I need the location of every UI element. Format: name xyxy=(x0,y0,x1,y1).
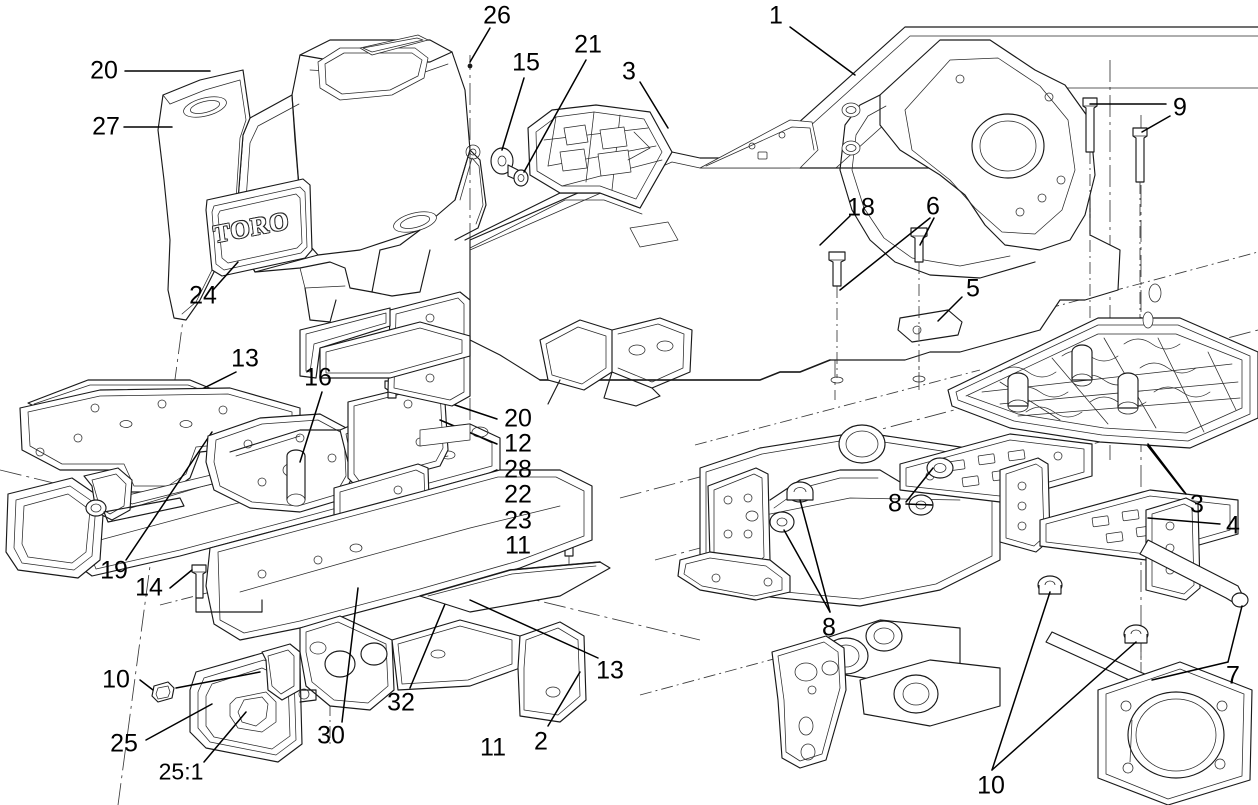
callout-16: 16 xyxy=(304,363,332,392)
right-lower-chassis xyxy=(677,424,1253,805)
callout-23: 23 xyxy=(504,506,532,535)
callout-3: 3 xyxy=(622,57,636,86)
callout-22: 22 xyxy=(504,480,532,509)
callout-10: 10 xyxy=(102,665,130,694)
callout-11: 11 xyxy=(505,531,531,560)
callout-11: 11 xyxy=(480,733,506,762)
pin-16 xyxy=(286,449,306,507)
left-sub-rail xyxy=(229,423,489,457)
callout-6: 6 xyxy=(926,192,940,221)
part-13-lower-plate xyxy=(419,561,611,659)
callout-2: 2 xyxy=(534,727,548,756)
lower-left-chassis-rail xyxy=(205,469,593,727)
callout-25: 25 xyxy=(110,729,138,758)
callout-12: 12 xyxy=(504,429,532,458)
callout-1: 1 xyxy=(769,1,783,30)
bolt-6-left xyxy=(828,251,846,384)
callout-26: 26 xyxy=(483,1,511,30)
callout-20: 20 xyxy=(90,56,118,85)
part-8-grommets xyxy=(769,457,954,533)
callout-20: 20 xyxy=(504,404,532,433)
callout-7: 7 xyxy=(1226,661,1240,690)
part-18-deck-plate-group xyxy=(539,215,963,384)
callout-21: 21 xyxy=(574,30,602,59)
callout-15: 15 xyxy=(512,48,540,77)
callout-8: 8 xyxy=(822,613,836,642)
part-14-screw xyxy=(169,564,263,613)
part-10-nut-left xyxy=(151,681,175,703)
callout-4: 4 xyxy=(1226,511,1240,540)
callout-8: 8 xyxy=(888,489,902,518)
part-10-grommets-right xyxy=(1037,575,1149,644)
callout-32: 32 xyxy=(387,688,415,717)
callout-28: 28 xyxy=(504,455,532,484)
part-25-canister xyxy=(139,643,317,763)
callout-30: 30 xyxy=(317,721,345,750)
callout-24: 24 xyxy=(189,281,217,310)
callout-27: 27 xyxy=(92,112,120,141)
callout-18: 18 xyxy=(847,193,875,222)
part-21-bolt xyxy=(507,59,587,187)
part-3-footrest-platform xyxy=(947,311,1258,495)
part-3-upper-platform-bracket xyxy=(527,81,673,209)
callout-3: 3 xyxy=(1190,490,1204,519)
part-15-washer xyxy=(490,77,525,175)
callout-13: 13 xyxy=(231,344,259,373)
callout-10: 10 xyxy=(977,771,1005,800)
callout-13: 13 xyxy=(596,656,624,685)
callout-19: 19 xyxy=(100,556,128,585)
callout-9: 9 xyxy=(1173,93,1187,122)
callout-5: 5 xyxy=(966,274,980,303)
callout-25-1: 25:1 xyxy=(158,758,204,785)
part-26-hood xyxy=(123,27,491,323)
deck-support-brackets xyxy=(299,291,693,407)
callout-14: 14 xyxy=(135,573,163,602)
part-24-toro-badge xyxy=(205,178,313,291)
